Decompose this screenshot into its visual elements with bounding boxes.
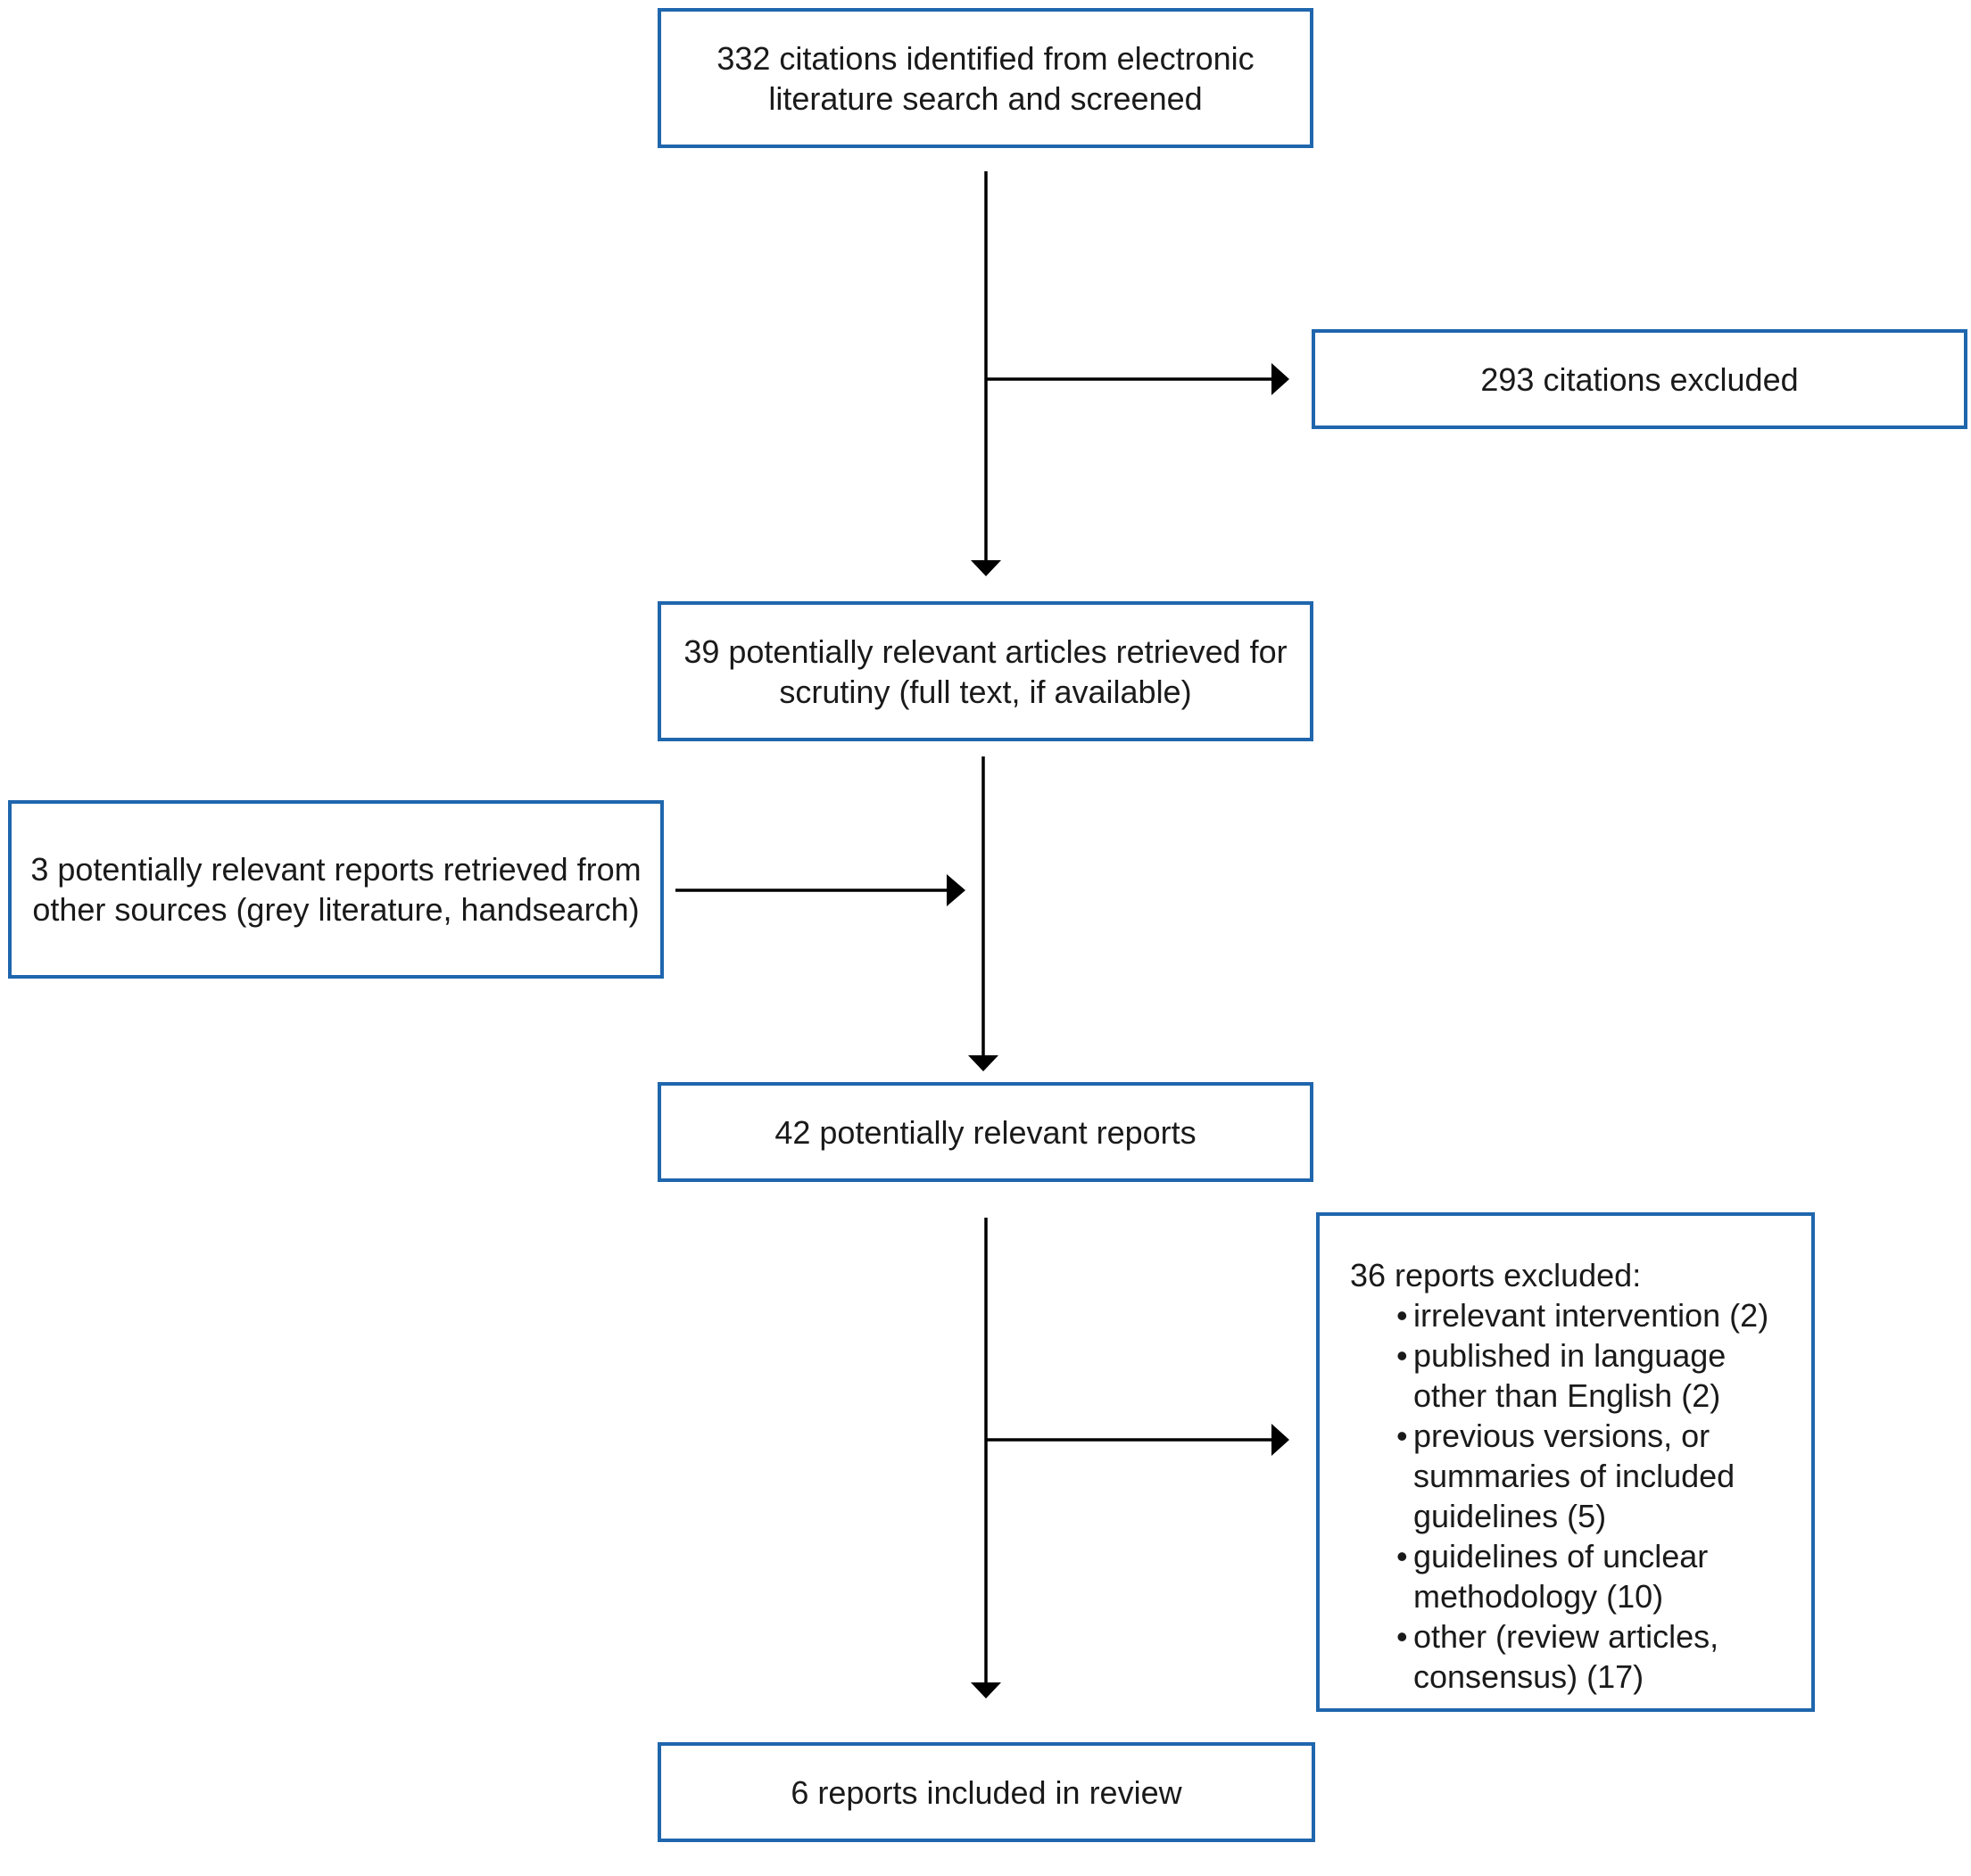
exclusion-reasons-list: • irrelevant intervention (2) • publishe… [1350,1295,1785,1697]
box-other-sources: 3 potentially relevant reports retrieved… [8,800,664,979]
box-citations-excluded-text: 293 citations excluded [1480,360,1799,398]
box-other-sources-text: 3 potentially relevant reports retrieved… [30,851,642,928]
box-articles-retrieved: 39 potentially relevant articles retriev… [658,601,1313,741]
box-reports-included-text: 6 reports included in review [791,1773,1182,1811]
box-potentially-relevant-reports: 42 potentially relevant reports [658,1082,1313,1182]
exclusion-reason: • guidelines of unclear methodology (10) [1396,1536,1785,1616]
box-citations-identified: 332 citations identified from electronic… [658,8,1313,148]
exclusion-reason-text: irrelevant intervention (2) [1413,1297,1769,1334]
exclusion-reason-text: previous versions, or summaries of inclu… [1413,1417,1735,1534]
exclusion-reason-text: other (review articles, consensus) (17) [1413,1618,1719,1695]
exclusion-reason: • published in language other than Engli… [1396,1335,1785,1416]
box-citations-excluded: 293 citations excluded [1312,329,1967,429]
bullet-icon: • [1396,1297,1408,1334]
arrowhead-merge-other-sources [947,874,965,906]
arrowhead-to-excluded-citations [1271,363,1289,395]
arrowhead-to-included [971,1682,1001,1698]
box-potentially-relevant-reports-text: 42 potentially relevant reports [774,1113,1197,1151]
arrowhead-to-excluded-reports [1271,1424,1289,1456]
bullet-icon: • [1396,1538,1408,1574]
exclusion-reason: • irrelevant intervention (2) [1396,1295,1785,1335]
box-reports-included: 6 reports included in review [658,1742,1315,1842]
exclusion-reason-text: published in language other than English… [1413,1337,1727,1414]
bullet-icon: • [1396,1618,1408,1655]
box-citations-identified-text: 332 citations identified from electronic… [716,39,1255,117]
bullet-icon: • [1396,1337,1408,1374]
arrowhead-to-potential [968,1055,998,1071]
bullet-icon: • [1396,1417,1408,1454]
exclusion-reason-text: guidelines of unclear methodology (10) [1413,1538,1709,1615]
exclusion-reason: • other (review articles, consensus) (17… [1396,1616,1785,1697]
box-articles-retrieved-text: 39 potentially relevant articles retriev… [683,632,1288,710]
exclusion-reason: • previous versions, or summaries of inc… [1396,1416,1785,1536]
reports-excluded-title: 36 reports excluded: [1350,1257,1642,1293]
box-reports-excluded: 36 reports excluded: • irrelevant interv… [1316,1212,1815,1712]
arrowhead-to-retrieved [971,560,1001,576]
